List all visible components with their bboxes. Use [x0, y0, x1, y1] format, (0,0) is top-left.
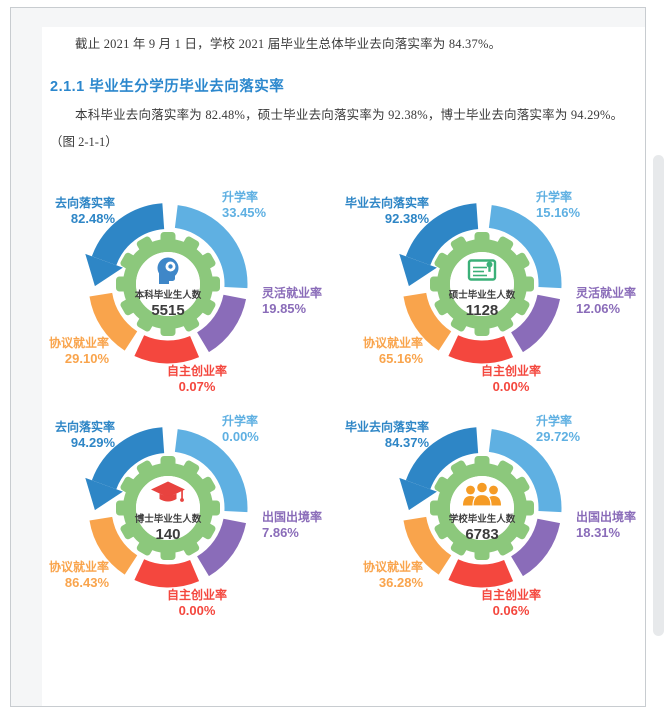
people-group-icon — [463, 481, 501, 507]
graduate-count-title: 学校毕业生人数 — [448, 514, 516, 525]
graduate-count-title: 硕士毕业生人数 — [448, 290, 516, 301]
segment-contract-employment-rate: 协议就业率 65.16% — [362, 336, 423, 366]
segment-further-study-rate: 升学率 15.16% — [536, 190, 581, 220]
segment-abroad-rate: 出国出境率 18.31% — [576, 510, 637, 540]
gear-chart-school: 学校毕业生人数 6783 毕业去向落实率 84.37% 升学率 29.72% 出… — [345, 410, 650, 625]
segment-contract-employment-rate: 协议就业率 36.28% — [362, 560, 423, 590]
segment-placement-rate: 去向落实率 82.48% — [54, 196, 115, 226]
graduate-count-value: 1128 — [465, 302, 499, 319]
segment-abroad-rate: 出国出境率 7.86% — [262, 510, 323, 540]
arrowhead — [85, 253, 123, 287]
gear-ring-svg — [85, 203, 248, 364]
segment-further-study-rate: 升学率 0.00% — [222, 414, 259, 444]
document-viewport-frame: 截止 2021 年 9 月 1 日，学校 2021 届毕业生总体毕业去向落实率为… — [10, 7, 646, 707]
chart-center-label: 博士毕业生人数 140 — [124, 511, 212, 543]
segment-placement-rate: 去向落实率 94.29% — [54, 420, 115, 450]
segment-contract-employment-rate: 协议就业率 86.43% — [48, 560, 109, 590]
gear-chart-doctor: 博士毕业生人数 140 去向落实率 94.29% 升学率 0.00% 出国出境率… — [36, 410, 336, 625]
graduation-cap-icon — [151, 481, 185, 502]
gear-chart-bachelor: 本科毕业生人数 5515 去向落实率 82.48% 升学率 33.45% 灵活就… — [36, 186, 336, 401]
scrollbar-thumb[interactable] — [653, 155, 664, 636]
gear-ring-svg — [399, 427, 562, 588]
gear-icon — [116, 232, 220, 336]
arrowhead — [399, 477, 437, 511]
segment-self-employment-rate: 自主创业率 0.07% — [166, 364, 227, 394]
gear-icon — [430, 456, 534, 560]
chart-center-label: 硕士毕业生人数 1128 — [438, 287, 526, 319]
gear-icon — [430, 232, 534, 336]
arrowhead — [85, 477, 123, 511]
segment-self-employment-rate: 自主创业率 0.00% — [166, 588, 227, 618]
paragraph-by-degree-rates: 本科毕业去向落实率为 82.48%，硕士毕业去向落实率为 92.38%，博士毕业… — [75, 108, 624, 122]
document-page: 截止 2021 年 9 月 1 日，学校 2021 届毕业生总体毕业去向落实率为… — [42, 27, 645, 706]
gear-chart-master: 硕士毕业生人数 1128 毕业去向落实率 92.38% 升学率 15.16% 灵… — [345, 186, 650, 401]
graduate-count-value: 140 — [155, 526, 181, 543]
segment-further-study-rate: 升学率 33.45% — [222, 190, 267, 220]
segment-self-employment-rate: 自主创业率 0.00% — [480, 364, 541, 394]
segment-further-study-rate: 升学率 29.72% — [536, 414, 581, 444]
graduate-count-title: 本科毕业生人数 — [134, 290, 202, 301]
segment-placement-rate: 毕业去向落实率 84.37% — [344, 420, 429, 450]
figure-reference: （图 2-1-1） — [50, 135, 118, 149]
chart-center-label: 学校毕业生人数 6783 — [438, 511, 526, 543]
head-brain-icon — [157, 257, 179, 284]
paragraph-overall-rate: 截止 2021 年 9 月 1 日，学校 2021 届毕业生总体毕业去向落实率为… — [75, 37, 502, 51]
segment-contract-employment-rate: 协议就业率 29.10% — [48, 336, 109, 366]
segment-flexible-employment-rate: 灵活就业率 12.06% — [576, 286, 637, 316]
segment-placement-rate: 毕业去向落实率 92.38% — [344, 196, 429, 226]
chart-center-label: 本科毕业生人数 5515 — [124, 287, 212, 319]
graduate-count-value: 5515 — [151, 302, 185, 319]
segment-flexible-employment-rate: 灵活就业率 19.85% — [262, 286, 323, 316]
gear-ring-svg — [85, 427, 248, 588]
graduate-count-title: 博士毕业生人数 — [134, 514, 202, 525]
gear-ring-svg — [399, 203, 562, 364]
certificate-icon — [467, 259, 497, 281]
graduate-count-value: 6783 — [465, 526, 499, 543]
segment-self-employment-rate: 自主创业率 0.06% — [480, 588, 541, 618]
section-heading: 2.1.1 毕业生分学历毕业去向落实率 — [50, 79, 285, 95]
arrowhead — [399, 253, 437, 287]
gear-icon — [116, 456, 220, 560]
